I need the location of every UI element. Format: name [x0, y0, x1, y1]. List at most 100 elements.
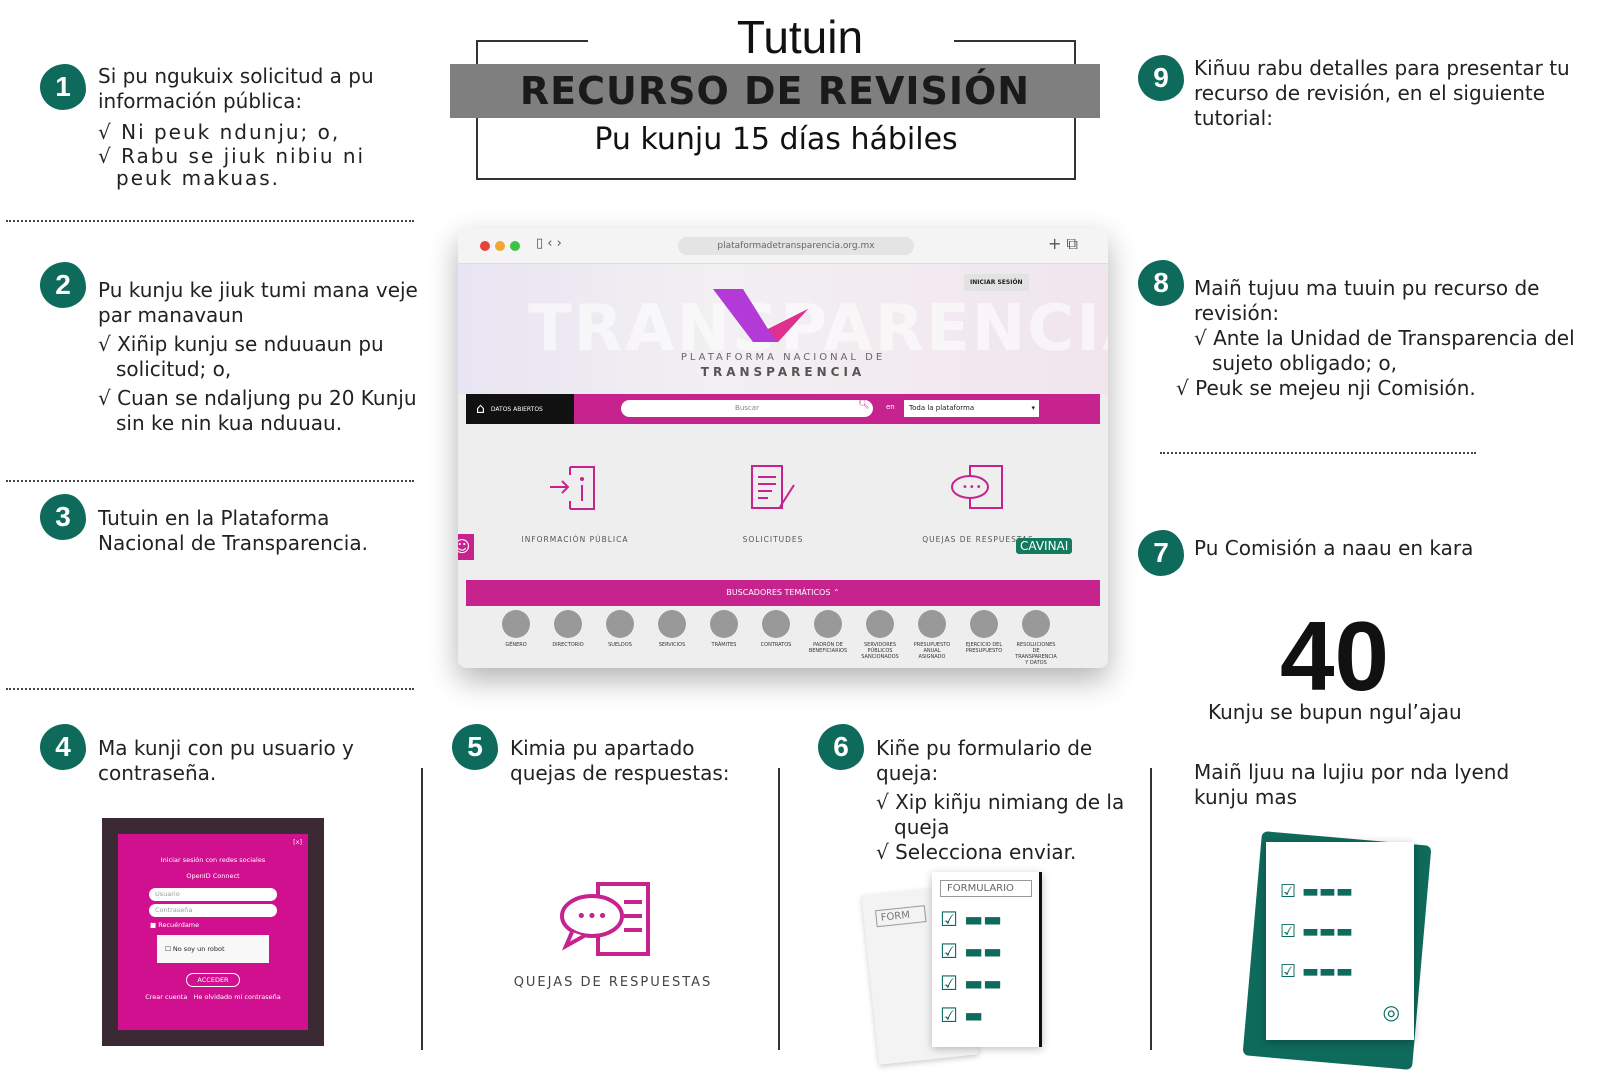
watermark: TRANSPARENCIA [528, 292, 1108, 366]
tile-label: INFORMACIÓN PÚBLICA [521, 535, 629, 544]
step-7: Pu Comisión a naau en kara [1194, 536, 1474, 560]
theme-icon [762, 610, 790, 638]
divider [1150, 768, 1152, 1050]
search-input[interactable]: Buscar [621, 400, 873, 417]
remember-label: Recuérdame [158, 921, 200, 929]
theme-item[interactable]: CONTRATOS [754, 610, 798, 666]
step-text: Kiñe pu formulario de queja: [876, 736, 1093, 785]
svg-text:•••: ••• [962, 482, 983, 493]
theme-icon [710, 610, 738, 638]
close-button[interactable]: [x] [293, 838, 302, 846]
checklist-icon: ☑ ▬▬☑ ▬▬☑ ▬▬☑ ▬ [940, 907, 1003, 1027]
theme-item[interactable]: GÉNERO [494, 610, 538, 666]
theme-icon [814, 610, 842, 638]
close-dot [480, 241, 490, 251]
tile-label: QUEJAS DE RESPUESTAS [922, 535, 1034, 544]
theme-label: TRÁMITES [711, 642, 737, 648]
captcha[interactable]: ☐ No soy un robot [157, 935, 269, 963]
seal-icon: ◎ [1382, 1000, 1400, 1024]
tile-quejas[interactable]: ••• QUEJAS DE RESPUESTAS [903, 463, 1053, 544]
browser-screenshot: ▯ ‹ › plataformadetransparencia.org.mx +… [458, 228, 1108, 668]
theme-item[interactable]: SERVIDORES PÚBLICOS SANCIONADOS [858, 610, 902, 666]
captcha-label: No soy un robot [172, 945, 225, 953]
pnt-logo [713, 289, 808, 342]
step-item: √ Xip kiñju nimiang de la queja [876, 790, 1125, 839]
password-field[interactable]: Contraseña [149, 904, 277, 917]
step-1: Si pu ngukuix solicitud a pu información… [98, 64, 418, 189]
step-9: Kiñuu rabu detalles para presentar tu re… [1194, 56, 1570, 130]
theme-label: EJERCICIO DEL PRESUPUESTO [965, 642, 1003, 654]
theme-item[interactable]: DIRECTORIO [546, 610, 590, 666]
days-caption: Kunju se bupun ngul’ajau [1208, 700, 1462, 724]
step-text: Maiñ tujuu ma tuuin pu recurso de revisi… [1194, 276, 1540, 325]
forgot-password-link[interactable]: He olvidado mi contraseña [193, 993, 281, 1001]
theme-icon [1022, 610, 1050, 638]
theme-item[interactable]: PADRÓN DE BENEFICIARIOS [806, 610, 850, 666]
theme-label: PRESUPUESTO ANUAL ASIGNADO [913, 642, 951, 660]
chat-complaint-icon: ••• [951, 465, 1003, 509]
login-button[interactable]: INICIAR SESIÓN [964, 274, 1029, 291]
step-number: 3 [40, 494, 86, 540]
subtitle: Pu kunju 15 días hábiles [594, 122, 958, 157]
theme-label: GÉNERO [505, 642, 527, 648]
step-number: 8 [1138, 260, 1184, 306]
submit-button[interactable]: ACCEDER [186, 973, 240, 987]
step-item: √ Cuan se ndaljung pu 20 Kunju sin ke ni… [98, 386, 417, 435]
document-edit-icon [751, 465, 795, 509]
complaint-label: QUEJAS DE RESPUESTAS [513, 975, 713, 990]
login-modal: [x] Iniciar sesión con redes sociales Op… [118, 834, 308, 1030]
step-6: Kiñe pu formulario de queja: √ Xip kiñju… [876, 736, 1126, 865]
banner: RECURSO DE REVISIÓN [450, 64, 1100, 118]
theme-label: SERVICIOS [658, 642, 686, 648]
browser-toolbar: ▯ ‹ › plataformadetransparencia.org.mx +… [458, 228, 1108, 264]
theme-label: SUELDOS [608, 642, 632, 648]
theme-icon [658, 610, 686, 638]
tile-informacion-publica[interactable]: INFORMACIÓN PÚBLICA [510, 463, 640, 544]
days-number: 40 [1280, 601, 1390, 711]
datos-abiertos-button[interactable]: ⌂ DATOS ABIERTOS [466, 394, 574, 424]
step-4: Ma kunji con pu usuario y contraseña. [98, 736, 354, 785]
theme-item[interactable]: PRESUPUESTO ANUAL ASIGNADO [910, 610, 954, 666]
divider [6, 688, 414, 690]
url-bar[interactable]: plataformadetransparencia.org.mx [678, 237, 914, 255]
tile-label: SOLICITUDES [742, 535, 804, 544]
step-number: 6 [818, 724, 864, 770]
theme-icon [970, 610, 998, 638]
logo-line2: TRANSPARENCIA [700, 365, 866, 379]
step-item: √ Selecciona enviar. [876, 840, 1077, 864]
tile-solicitudes[interactable]: SOLICITUDES [708, 463, 838, 544]
divider [6, 220, 414, 222]
theme-label: RESOLUCIONES DE TRANSPARENCIA Y DATOS [1015, 642, 1057, 666]
nav-bar: ⌂DATOS ABIERTOS Buscar 🔍︎ en Toda la pla… [466, 394, 1100, 424]
theme-icon [554, 610, 582, 638]
username-field[interactable]: Usuario [149, 888, 277, 901]
cavinai-badge[interactable]: CAVINAI [1016, 538, 1073, 554]
theme-item[interactable]: SERVICIOS [650, 610, 694, 666]
theme-item[interactable]: EJERCICIO DEL PRESUPUESTO [962, 610, 1006, 666]
step-2: Pu kunju ke jiuk tumi mana veje par mana… [98, 278, 428, 436]
frame-line [476, 40, 588, 42]
scope-select[interactable]: Toda la plataforma▾ [904, 400, 1039, 417]
theme-list: GÉNERO DIRECTORIO SUELDOS SERVICIOS TRÁMITES… [494, 610, 1058, 666]
theme-item[interactable]: RESOLUCIONES DE TRANSPARENCIA Y DATOS [1014, 610, 1058, 666]
home-icon: ⌂ [476, 401, 485, 417]
step-number: 2 [40, 262, 86, 308]
svg-text:•••: ••• [576, 906, 608, 927]
step-item: √ Peuk se mejeu nji Comisión. [1176, 376, 1476, 400]
step-item: √ Ante la Unidad de Transparencia del su… [1194, 326, 1575, 375]
buscadores-bar[interactable]: BUSCADORES TEMÁTICOS ⌃ [466, 580, 1100, 606]
remember-checkbox[interactable]: ■ Recuérdame [150, 921, 200, 929]
form-label: FORMULARIO [940, 880, 1032, 897]
theme-item[interactable]: TRÁMITES [702, 610, 746, 666]
datos-label: DATOS ABIERTOS [490, 405, 543, 413]
create-account-link[interactable]: Crear cuenta [145, 993, 188, 1001]
step-text: Si pu ngukuix solicitud a pu información… [98, 64, 374, 113]
theme-item[interactable]: SUELDOS [598, 610, 642, 666]
theme-icon [502, 610, 530, 638]
step-number: 5 [452, 724, 498, 770]
accessibility-button[interactable]: ☺ [458, 534, 474, 560]
form-label: FORM [874, 905, 927, 928]
theme-label: CONTRATOS [760, 642, 792, 648]
openid-button[interactable]: OpenID Connect [186, 872, 240, 880]
sidebar-icon: ▯ ‹ › [536, 236, 562, 251]
